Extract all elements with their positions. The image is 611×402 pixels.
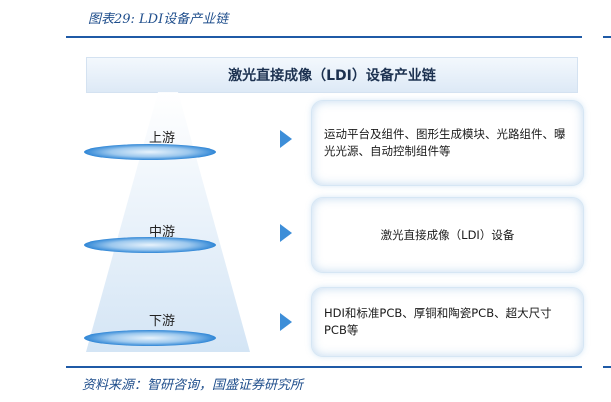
top-rule-mark	[603, 36, 611, 38]
box-midstream: 激光直接成像（LDI）设备	[311, 197, 584, 273]
box-upstream-text: 运动平台及组件、图形生成模块、光路组件、曝光光源、自动控制组件等	[324, 127, 566, 158]
arrow-upstream	[280, 130, 292, 148]
figure-caption: 图表29: LDI设备产业链	[88, 12, 229, 27]
stage-label-upstream: 上游	[148, 131, 175, 146]
source-note: 资料来源：智研咨询，国盛证券研究所	[82, 378, 304, 393]
disc-downstream	[84, 330, 216, 346]
arrow-midstream	[280, 224, 292, 242]
top-rule	[66, 36, 582, 38]
diagram-title: 激光直接成像（LDI）设备产业链	[86, 57, 578, 93]
disc-upstream	[84, 144, 216, 160]
stage-label-downstream: 下游	[148, 314, 175, 329]
bottom-rule-mark	[603, 366, 611, 368]
box-midstream-text: 激光直接成像（LDI）设备	[380, 227, 515, 242]
box-downstream-text: HDI和标准PCB、厚铜和陶瓷PCB、超大尺寸PCB等	[324, 306, 552, 337]
arrow-downstream	[280, 313, 292, 331]
stage-label-midstream: 中游	[148, 225, 175, 240]
box-downstream: HDI和标准PCB、厚铜和陶瓷PCB、超大尺寸PCB等	[311, 287, 584, 357]
box-upstream: 运动平台及组件、图形生成模块、光路组件、曝光光源、自动控制组件等	[311, 100, 584, 186]
bottom-rule	[66, 366, 582, 368]
